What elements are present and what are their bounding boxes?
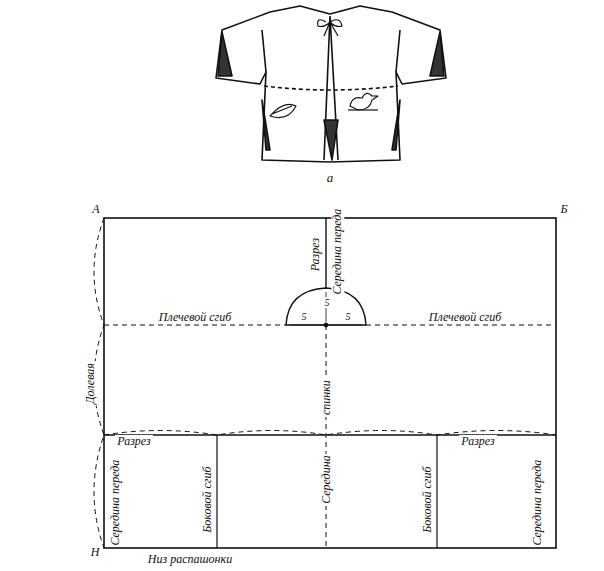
shoulder-fold-line xyxy=(366,325,556,326)
front-slit xyxy=(325,218,326,288)
dimension-number: 5 xyxy=(344,311,353,322)
dimension-number: 5 xyxy=(300,311,309,322)
fold-label: Плечевой сгиб xyxy=(157,311,234,324)
bow xyxy=(318,20,342,36)
fold-label: Плечевой сгиб xyxy=(427,311,504,324)
center-dot xyxy=(324,323,328,327)
opening-shadow xyxy=(324,120,338,160)
edge-label: Низ распашонки xyxy=(146,553,234,566)
fold-label: Боковой сгиб xyxy=(200,465,213,535)
corner-letter: А xyxy=(90,203,101,216)
figure-letter: а xyxy=(325,171,336,185)
grain-label: Долевая xyxy=(83,362,96,407)
jacket-outline xyxy=(216,6,446,162)
front-opening xyxy=(324,16,338,160)
sleeve-shadow xyxy=(218,32,444,76)
cut-label: Разрез xyxy=(115,435,152,448)
corner-letter: Б xyxy=(558,203,569,216)
fold-label: Середина переда xyxy=(331,207,344,297)
shoulder-fold-line xyxy=(104,325,286,326)
dimension-number: 5 xyxy=(323,297,332,308)
side-shadow xyxy=(262,100,400,150)
fold-label: Боковой сгиб xyxy=(420,465,433,535)
cut-label: Разрез xyxy=(459,435,496,448)
pattern-outline xyxy=(94,218,556,548)
fold-label: спинки xyxy=(319,379,332,418)
fold-label: Середина переда xyxy=(109,458,122,548)
jacket-illustration xyxy=(216,6,446,162)
fold-label: Середина xyxy=(319,454,332,506)
bird-applique xyxy=(350,93,378,110)
center-back-line xyxy=(326,325,327,548)
branch xyxy=(348,109,378,110)
fold-label: Середина переда xyxy=(531,458,544,548)
side-fold-line xyxy=(436,435,437,548)
cut-label: Разрез xyxy=(309,236,322,273)
fabric-rectangle xyxy=(104,218,556,548)
yoke-line xyxy=(264,86,398,90)
corner-letter: Н xyxy=(89,546,102,559)
neck-opening xyxy=(286,288,366,325)
leaf-applique xyxy=(270,104,296,117)
side-fold-line xyxy=(216,435,217,548)
sleeve-curve xyxy=(104,431,556,436)
